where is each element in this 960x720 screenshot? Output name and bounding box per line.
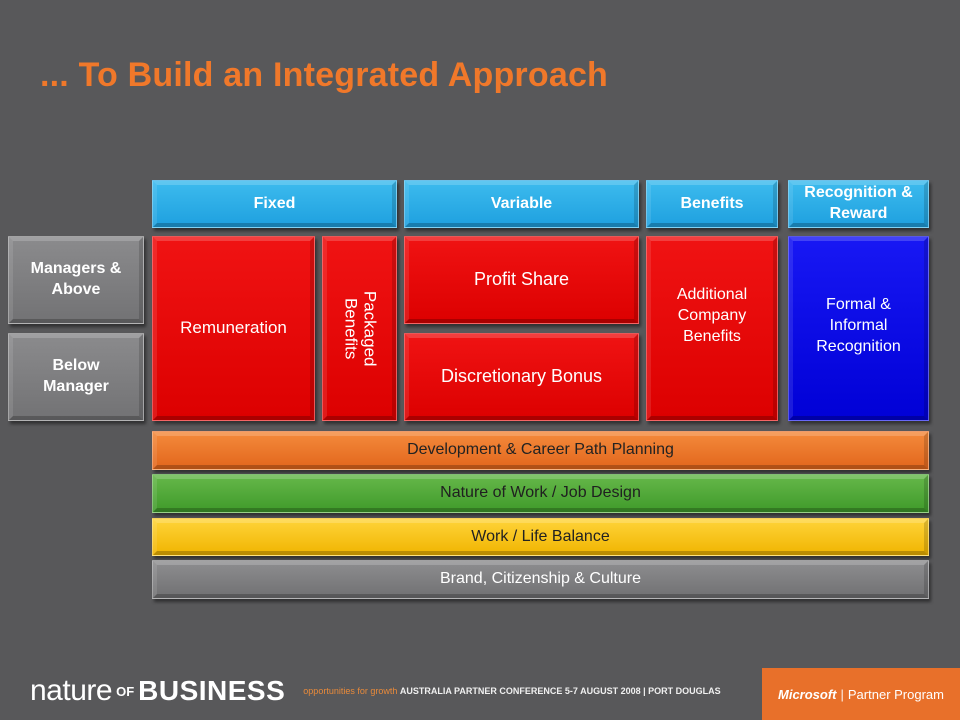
row-managers-above: Managers & Above	[8, 236, 144, 324]
footer-tagline: opportunities for growth AUSTRALIA PARTN…	[303, 686, 720, 696]
cell-formal-recognition-label: Formal & Informal Recognition	[816, 296, 901, 355]
header-benefits-label: Benefits	[680, 194, 744, 212]
band-nature-of-work: Nature of Work / Job Design	[152, 474, 929, 513]
cell-profit-share: Profit Share	[404, 236, 639, 324]
cell-remuneration-label: Remuneration	[180, 318, 287, 338]
row-below-manager-label: Below Manager	[43, 357, 109, 395]
slide-title: ... To Build an Integrated Approach	[40, 56, 609, 94]
band-development-label: Development & Career Path Planning	[407, 441, 674, 459]
logo-business: BUSINESS	[138, 675, 286, 706]
partner-program-label: Partner Program	[847, 686, 944, 702]
band-brand-label: Brand, Citizenship & Culture	[440, 570, 641, 588]
cell-discretionary-bonus-label: Discretionary Bonus	[440, 366, 603, 387]
logo-separator: |	[840, 686, 844, 702]
band-work-life: Work / Life Balance	[152, 518, 929, 556]
logo-of: OF	[116, 683, 135, 699]
header-fixed-label: Fixed	[253, 194, 296, 212]
band-brand: Brand, Citizenship & Culture	[152, 560, 929, 599]
header-variable: Variable	[404, 180, 639, 228]
logo-nature: nature	[30, 674, 113, 707]
cell-additional-benefits-label: Additional Company Benefits	[676, 286, 748, 345]
header-benefits: Benefits	[646, 180, 778, 228]
row-managers-above-label: Managers & Above	[30, 260, 122, 298]
band-nature-of-work-label: Nature of Work / Job Design	[440, 484, 641, 502]
cell-profit-share-label: Profit Share	[473, 269, 570, 290]
header-variable-label: Variable	[490, 194, 553, 212]
cell-additional-benefits: Additional Company Benefits	[646, 236, 778, 421]
cell-formal-recognition: Formal & Informal Recognition	[788, 236, 929, 421]
tagline-conference: AUSTRALIA PARTNER CONFERENCE	[399, 686, 563, 696]
band-development: Development & Career Path Planning	[152, 431, 929, 470]
cell-packaged-benefits-label: Packaged Benefits	[341, 290, 380, 367]
cell-remuneration: Remuneration	[152, 236, 315, 421]
footer-branding: nature OF BUSINESS opportunities for gro…	[0, 662, 760, 720]
header-recognition: Recognition & Reward	[788, 180, 929, 228]
band-work-life-label: Work / Life Balance	[471, 527, 610, 545]
microsoft-wordmark: Microsoft	[778, 686, 837, 702]
cell-packaged-benefits: Packaged Benefits	[322, 236, 397, 421]
row-below-manager: Below Manager	[8, 333, 144, 421]
microsoft-partner-program-logo: Microsoft | Partner Program	[762, 668, 960, 720]
header-recognition-label: Recognition & Reward	[804, 184, 913, 222]
header-fixed: Fixed	[152, 180, 397, 228]
tagline-date-location: 5-7 AUGUST 2008 | PORT DOUGLAS	[564, 686, 721, 696]
cell-discretionary-bonus: Discretionary Bonus	[404, 333, 639, 421]
tagline-lead: opportunities for growth	[303, 686, 398, 696]
